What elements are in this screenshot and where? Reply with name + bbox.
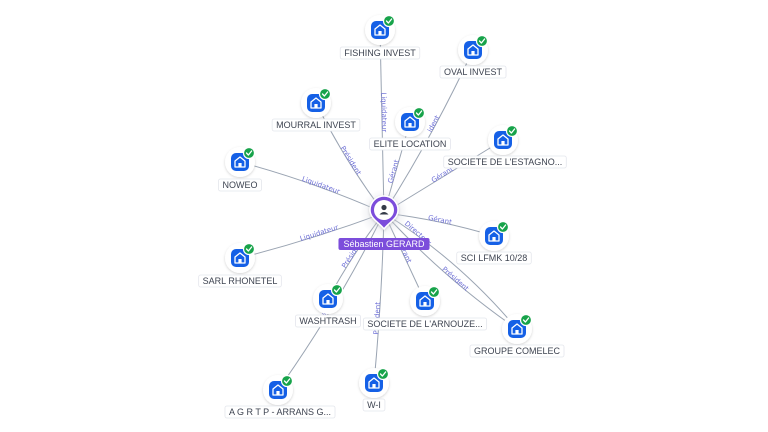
center-node[interactable]: Sébastien GERARD <box>338 189 430 250</box>
label-background <box>295 314 361 328</box>
label-background <box>224 405 336 419</box>
company-node-scilfmk[interactable]: SCI LFMK 10/28 <box>456 220 532 265</box>
label-background <box>362 317 488 331</box>
company-node-washtrash[interactable]: WASHTRASH <box>295 283 361 328</box>
edge-label-fishing: Liquidateur <box>379 92 388 132</box>
label-background <box>439 65 507 79</box>
edge-label-noweo: Liquidateur <box>301 175 341 196</box>
person-name: Sébastien GERARD <box>343 239 425 249</box>
edge-label-elite: Gérant <box>387 159 401 185</box>
company-label-comelec[interactable]: GROUPE COMELEC <box>469 344 565 358</box>
company-building-icon <box>508 320 526 338</box>
company-node-rhonetel[interactable]: SARL RHONETEL <box>198 242 282 288</box>
verified-check-icon <box>318 87 332 101</box>
edge-label-rhonetel: Liquidateur <box>299 223 339 243</box>
edge-label-comelec: Président <box>440 265 470 293</box>
verified-check-icon <box>330 283 344 297</box>
company-node-noweo[interactable]: NOWEO <box>218 146 262 192</box>
company-label-mourral[interactable]: MOURRAL INVEST <box>271 118 361 132</box>
company-building-icon <box>401 113 419 131</box>
company-name: SCI LFMK 10/28 <box>461 253 528 263</box>
label-background <box>369 137 451 151</box>
company-building-icon <box>416 292 434 310</box>
company-name: NOWEO <box>223 180 258 190</box>
company-node-mourral[interactable]: MOURRAL INVEST <box>271 87 361 132</box>
verified-check-icon <box>382 14 396 28</box>
company-label-elite[interactable]: ELITE LOCATION <box>369 137 451 151</box>
company-building-icon <box>307 94 325 112</box>
company-name: WASHTRASH <box>299 316 356 326</box>
label-background <box>198 274 282 288</box>
company-label-scilfmk[interactable]: SCI LFMK 10/28 <box>456 251 532 265</box>
company-node-elite[interactable]: ELITE LOCATION <box>369 106 451 151</box>
company-label-washtrash[interactable]: WASHTRASH <box>295 314 361 328</box>
company-label-arnouze[interactable]: SOCIETE DE L'ARNOUZE... <box>362 317 488 331</box>
verified-check-icon <box>496 220 510 234</box>
company-building-icon <box>319 290 337 308</box>
person-label-background <box>338 238 430 250</box>
company-name: SOCIETE DE L'ESTAGNO... <box>448 157 563 167</box>
company-name: MOURRAL INVEST <box>276 120 356 130</box>
company-label-noweo[interactable]: NOWEO <box>218 178 262 192</box>
company-building-icon <box>269 381 287 399</box>
verified-check-icon <box>376 367 390 381</box>
company-name: GROUPE COMELEC <box>474 346 561 356</box>
edge-label-mourral: Président <box>339 145 363 177</box>
person-marker[interactable] <box>369 195 399 231</box>
company-label-fishing[interactable]: FISHING INVEST <box>339 46 421 60</box>
label-background <box>469 344 565 358</box>
company-label-wi[interactable]: W-I <box>362 398 386 412</box>
company-label-estagnol[interactable]: SOCIETE DE L'ESTAGNO... <box>443 155 567 169</box>
company-label-agrtp[interactable]: A G R T P - ARRANS G... <box>224 405 336 419</box>
label-background <box>218 178 262 192</box>
verified-check-icon <box>412 106 426 120</box>
label-background <box>339 46 421 60</box>
person-name-label[interactable]: Sébastien GERARD <box>338 238 430 250</box>
company-node-estagnol[interactable]: SOCIETE DE L'ESTAGNO... <box>443 124 567 169</box>
company-name: SOCIETE DE L'ARNOUZE... <box>367 319 482 329</box>
label-background <box>443 155 567 169</box>
company-building-icon <box>231 249 249 267</box>
company-building-icon <box>231 153 249 171</box>
label-background <box>362 398 386 412</box>
company-name: OVAL INVEST <box>444 67 503 77</box>
label-background <box>271 118 361 132</box>
company-building-icon <box>464 41 482 59</box>
verified-check-icon <box>427 285 441 299</box>
verified-check-icon <box>280 374 294 388</box>
company-building-icon <box>485 227 503 245</box>
company-name: FISHING INVEST <box>344 48 416 58</box>
edge-label-oval: ident <box>426 114 442 134</box>
company-building-icon <box>371 21 389 39</box>
company-node-comelec[interactable]: GROUPE COMELEC <box>469 313 565 358</box>
person-icon <box>379 204 389 215</box>
company-node-wi[interactable]: W-I <box>359 367 390 412</box>
verified-check-icon <box>242 242 256 256</box>
company-label-oval[interactable]: OVAL INVEST <box>439 65 507 79</box>
label-background <box>456 251 532 265</box>
verified-check-icon <box>242 146 256 160</box>
company-building-icon <box>494 131 512 149</box>
company-name: W-I <box>367 400 381 410</box>
company-node-agrtp[interactable]: A G R T P - ARRANS G... <box>224 374 336 419</box>
verified-check-icon <box>475 34 489 48</box>
company-building-icon <box>365 374 383 392</box>
company-name: SARL RHONETEL <box>203 276 278 286</box>
company-node-fishing[interactable]: FISHING INVEST <box>339 14 421 60</box>
company-name: A G R T P - ARRANS G... <box>229 407 331 417</box>
company-label-rhonetel[interactable]: SARL RHONETEL <box>198 274 282 288</box>
company-node-oval[interactable]: OVAL INVEST <box>439 34 507 79</box>
edge-label-scilfmk: Gérant <box>427 214 452 227</box>
verified-check-icon <box>519 313 533 327</box>
company-node-arnouze[interactable]: SOCIETE DE L'ARNOUZE... <box>362 285 488 331</box>
company-name: ELITE LOCATION <box>374 139 447 149</box>
nodes-layer: FISHING INVEST OVAL INVEST MOURRAL INVEST E… <box>198 14 567 419</box>
verified-check-icon <box>505 124 519 138</box>
